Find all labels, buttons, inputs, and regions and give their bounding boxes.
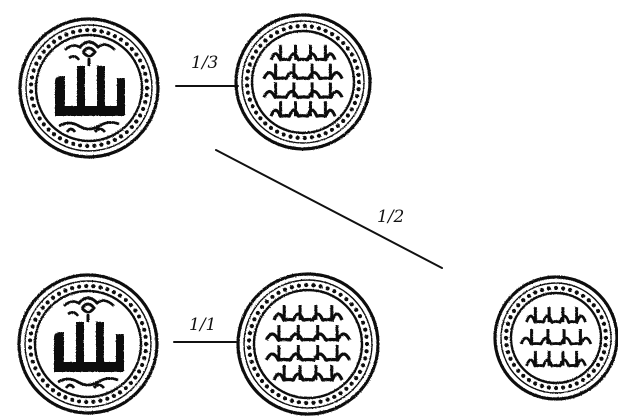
coin-reverse-icon <box>238 274 378 414</box>
coin-c-reverse <box>495 277 617 399</box>
coin-a-reverse <box>236 15 370 149</box>
link-label-1-2: 1/2 <box>377 207 404 227</box>
link-line-1-2 <box>216 150 442 268</box>
coin-b-reverse <box>238 274 378 414</box>
coin-a-obverse <box>20 19 158 157</box>
link-label-1-1: 1/1 <box>189 315 216 335</box>
coin-reverse-icon <box>495 277 617 399</box>
coin-b-obverse <box>19 275 157 413</box>
coin-obverse-icon <box>20 19 158 157</box>
coin-reverse-icon <box>236 15 370 149</box>
link-label-1-3: 1/3 <box>191 53 218 73</box>
coin-obverse-icon <box>19 275 157 413</box>
